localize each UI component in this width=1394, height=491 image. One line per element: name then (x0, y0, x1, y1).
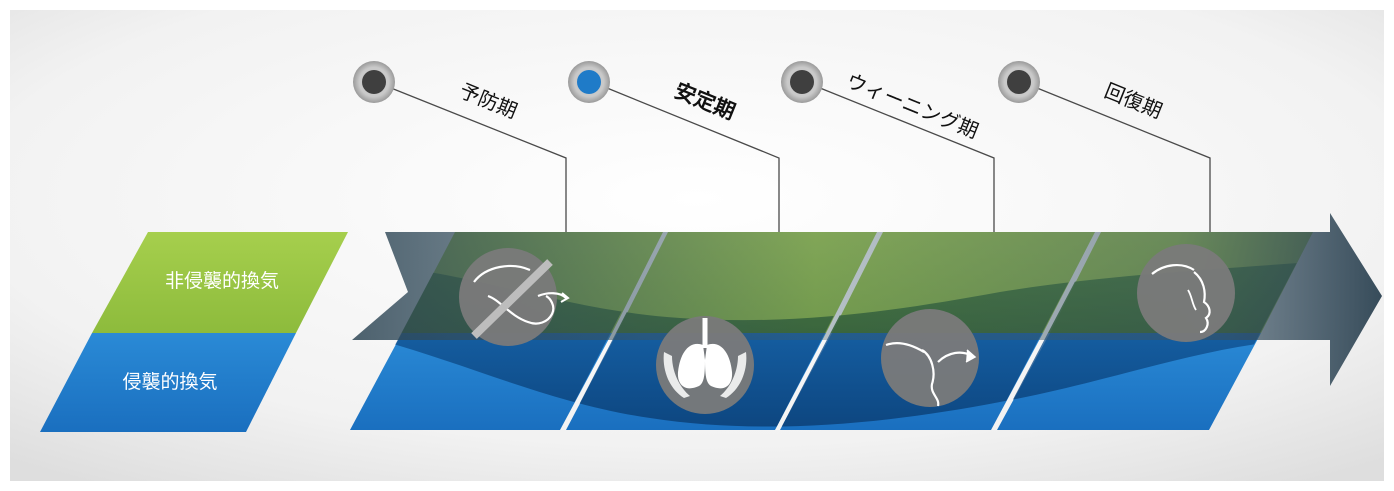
face-recovery-icon (1137, 244, 1235, 342)
phase-4-marker (1007, 70, 1031, 94)
legend: 非侵襲的換気 侵襲的換気 (40, 232, 348, 432)
lungs-hands-icon (656, 316, 754, 414)
legend-noninvasive-band (92, 232, 348, 333)
progress-arrow (352, 213, 1382, 386)
face-tube-arrow-icon (881, 309, 979, 407)
phase-3-leader-line (819, 87, 995, 232)
legend-invasive-band (40, 333, 296, 432)
phase-icons (459, 244, 1235, 414)
legend-invasive-label: 侵襲的換気 (122, 371, 217, 393)
mask-crossed-icon (459, 248, 570, 346)
phase-3-marker (790, 70, 814, 94)
phase-1-leader-line (390, 87, 567, 232)
wave-invasive-region (350, 333, 1313, 427)
phase-2-leader-line (606, 87, 780, 232)
phase-4-leader-line (1036, 87, 1211, 232)
phase-2-marker (577, 70, 601, 94)
phase-1-marker (362, 70, 386, 94)
legend-noninvasive-label: 非侵襲的換気 (165, 270, 279, 292)
